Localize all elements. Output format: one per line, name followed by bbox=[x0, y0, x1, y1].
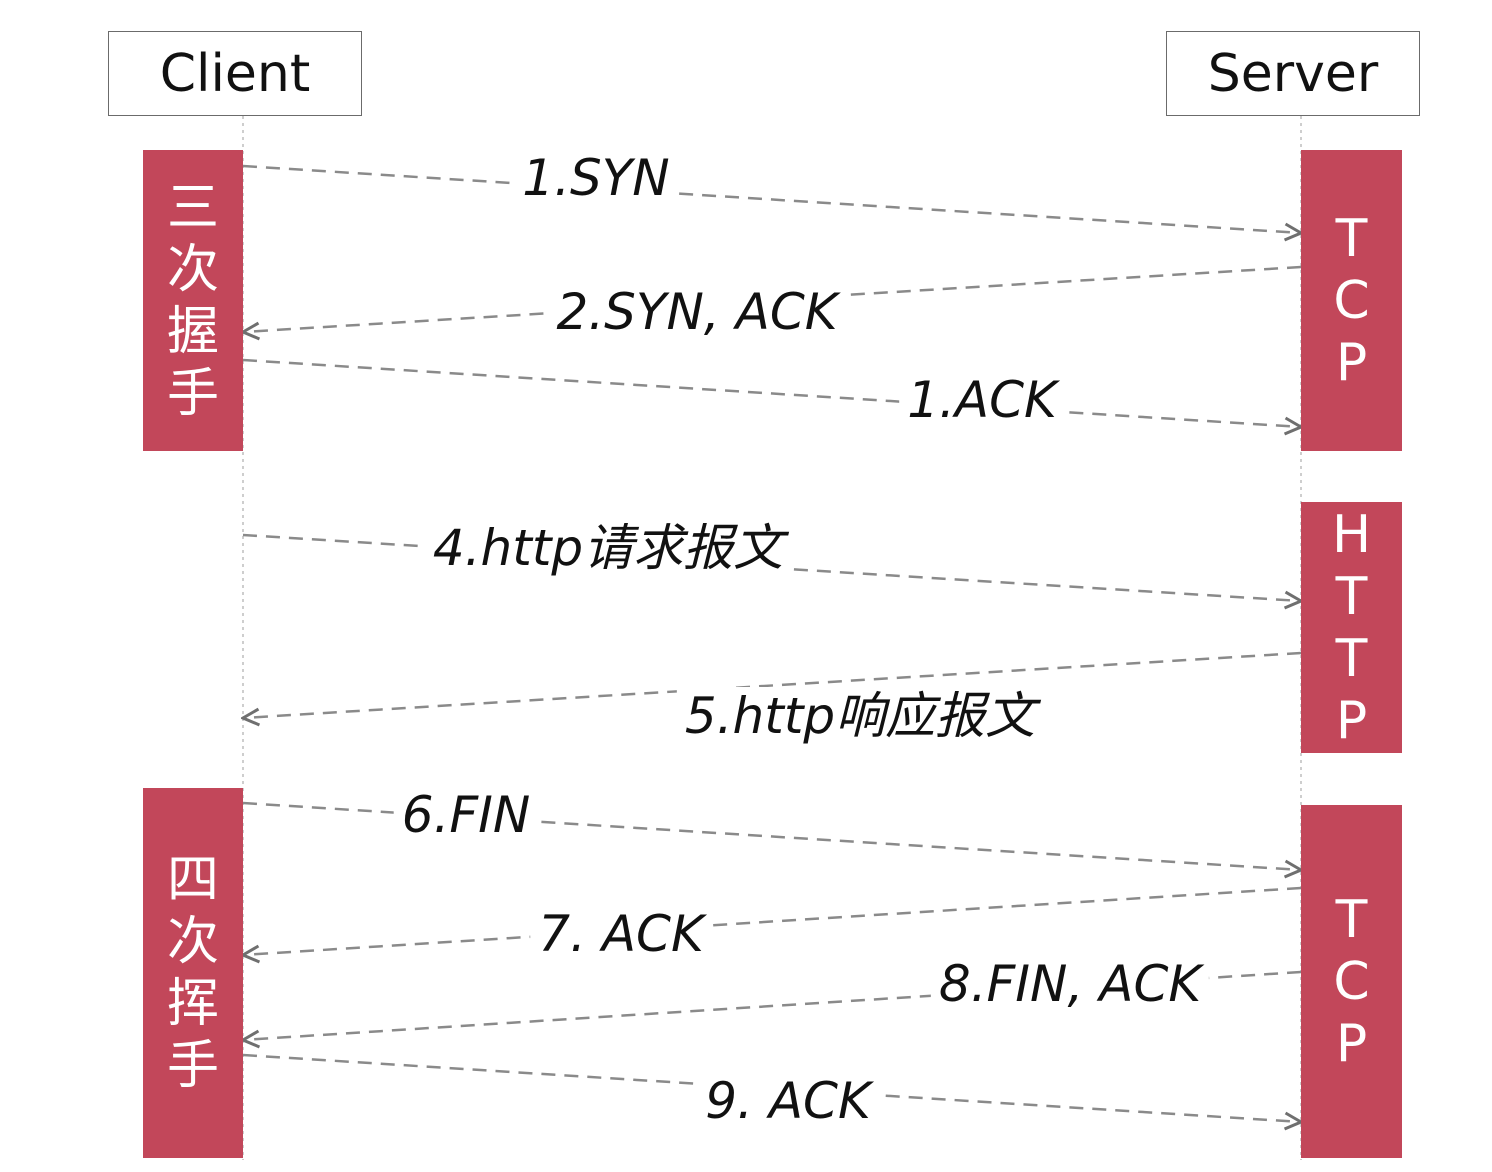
client-label: Client bbox=[159, 43, 311, 104]
server-label: Server bbox=[1207, 43, 1379, 104]
message-arrow bbox=[242, 801, 1301, 870]
message-arrow bbox=[242, 164, 1301, 233]
four-way-wave-block: 四次挥手 bbox=[143, 788, 243, 1158]
message-label: 9. ACK bbox=[697, 1072, 879, 1130]
message-label: 1.SYN bbox=[514, 149, 678, 207]
message-arrow bbox=[242, 358, 1301, 427]
message-arrow bbox=[243, 970, 1302, 1040]
phase-label: 四次挥手 bbox=[166, 850, 219, 1096]
message-arrow bbox=[243, 886, 1302, 955]
message-label: 7. ACK bbox=[530, 905, 712, 963]
message-label: 6.FIN bbox=[393, 786, 539, 844]
message-label: 5.http响应报文 bbox=[676, 687, 1044, 745]
phase-label: 三次握手 bbox=[166, 177, 219, 424]
server-participant: Server bbox=[1166, 31, 1420, 116]
message-label: 1.ACK bbox=[899, 371, 1065, 429]
client-participant: Client bbox=[108, 31, 362, 116]
message-arrow bbox=[243, 651, 1302, 718]
message-label: 2.SYN, ACK bbox=[548, 283, 846, 341]
message-label: 4.http请求报文 bbox=[424, 519, 792, 577]
three-way-handshake-block: 三次握手 bbox=[143, 150, 243, 451]
message-label: 8.FIN, ACK bbox=[930, 955, 1210, 1013]
